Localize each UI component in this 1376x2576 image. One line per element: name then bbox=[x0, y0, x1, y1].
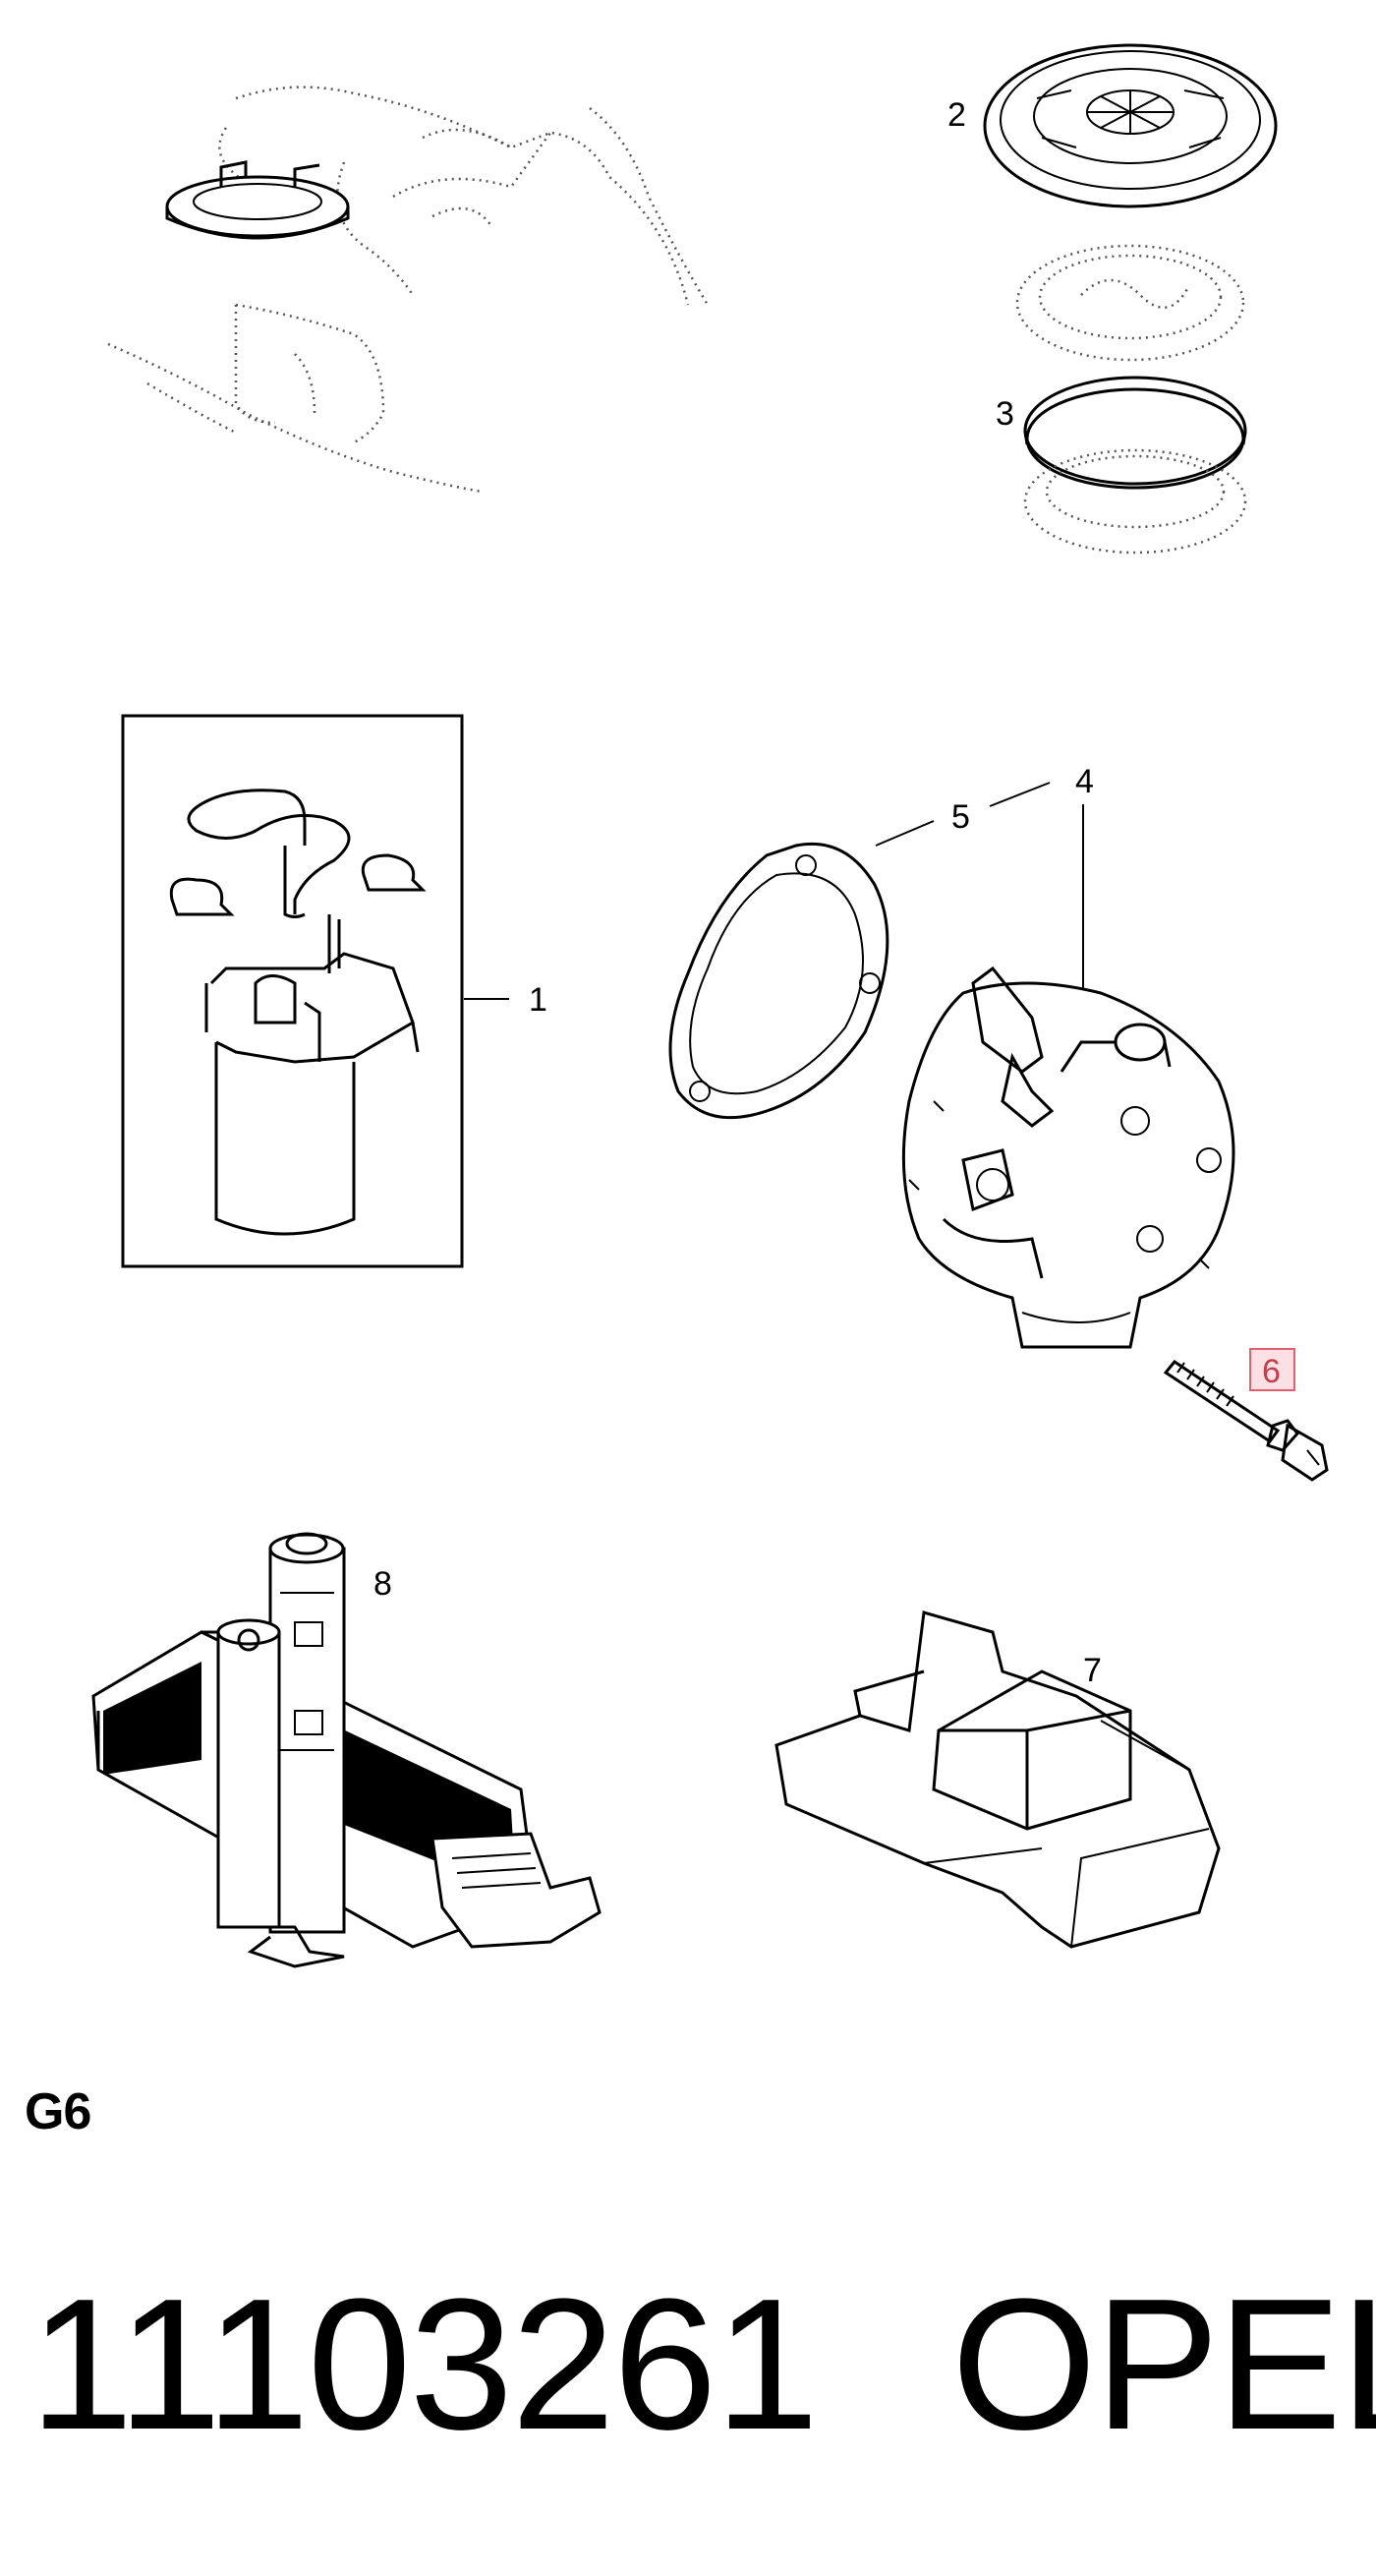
part-number: 11103261 bbox=[29, 2260, 819, 2469]
callout-8: 8 bbox=[373, 1565, 392, 1603]
section-label: G6 bbox=[25, 2083, 91, 2140]
leader-lines bbox=[464, 782, 1084, 1000]
callout-4: 4 bbox=[1075, 763, 1094, 800]
bolt-illustration bbox=[1163, 1359, 1329, 1482]
callout-7: 7 bbox=[1083, 1652, 1102, 1689]
callout-6-highlight bbox=[1249, 1348, 1295, 1391]
control-unit-illustration bbox=[774, 1610, 1221, 1949]
callout-1: 1 bbox=[529, 981, 547, 1019]
brand-name: OPEL bbox=[951, 2260, 1376, 2469]
callout-2: 2 bbox=[947, 96, 966, 134]
seal-ring-illustration bbox=[1023, 376, 1247, 555]
pump-kit-illustration bbox=[121, 714, 464, 1268]
sealant-kit-illustration bbox=[91, 1532, 602, 1968]
gasket-illustration bbox=[668, 842, 889, 1120]
pump-housing-illustration bbox=[901, 966, 1235, 1349]
callout-6: 6 bbox=[1262, 1353, 1281, 1390]
installation-illustration bbox=[107, 86, 710, 494]
callout-3: 3 bbox=[996, 395, 1014, 433]
callout-5: 5 bbox=[951, 798, 970, 836]
seal-dotted-illustration bbox=[1015, 244, 1245, 362]
locking-ring-illustration bbox=[983, 43, 1278, 208]
callout-labels: 1 2 3 4 5 6 7 8 bbox=[373, 96, 1295, 1689]
